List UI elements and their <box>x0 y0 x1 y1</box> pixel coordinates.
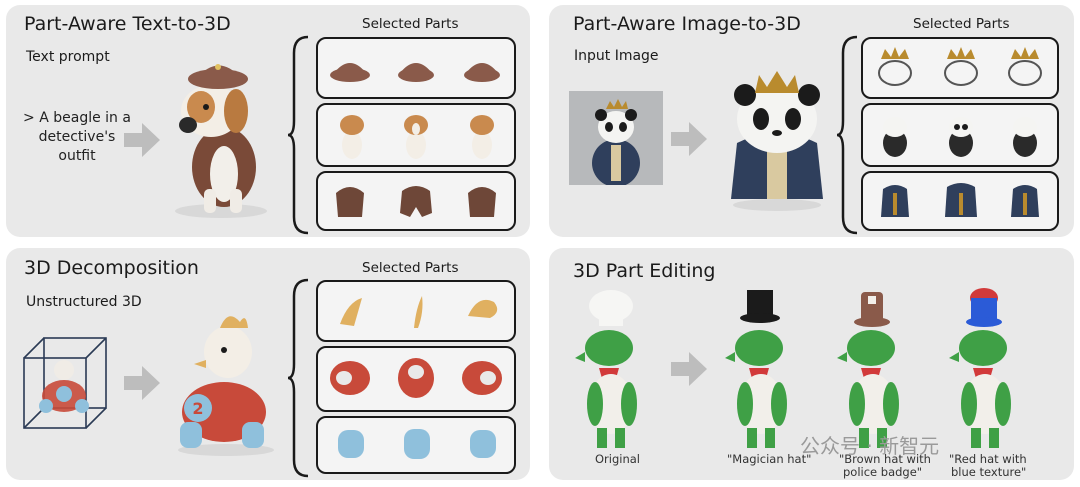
caption-original: Original <box>595 452 641 466</box>
caption-brown-hat-line1: "Brown hat with <box>839 452 931 466</box>
part-row-wheel <box>316 416 516 474</box>
panda-part-views <box>883 117 1037 157</box>
caption-red-hat-line2: blue texture" <box>951 465 1027 479</box>
croc-brown-hat-image <box>837 292 899 448</box>
part-row-robe <box>861 171 1059 231</box>
panel-text-to-3d: Part-Aware Text-to-3D Text prompt > A be… <box>6 5 530 237</box>
panel-3d-part-editing: 3D Part Editing <box>549 248 1074 480</box>
croc-red-hat-image <box>949 288 1011 448</box>
crown-part-views <box>878 47 1042 86</box>
arrow-icon <box>671 352 707 386</box>
panel-title: Part-Aware Text-to-3D <box>24 13 231 35</box>
text-prompt-label: Text prompt <box>26 49 110 65</box>
input-panda-photo <box>569 91 663 185</box>
panda-king-image <box>731 71 823 211</box>
svg-text:2: 2 <box>192 399 203 418</box>
panel-3d-decomposition: 3D Decomposition Unstructured 3D 2 Selec… <box>6 248 530 480</box>
panel-title: 3D Decomposition <box>24 257 199 279</box>
input-image-label: Input Image <box>574 48 659 64</box>
unstructured-3d-cube <box>23 337 107 429</box>
caption-brown-hat-line2: police badge" <box>843 465 923 479</box>
caption-red-hat-line1: "Red hat with <box>949 452 1027 466</box>
part-row-car-body <box>316 346 516 412</box>
panel-title: 3D Part Editing <box>573 260 716 282</box>
selected-parts-label: Selected Parts <box>362 260 459 276</box>
arrow-icon <box>124 123 160 157</box>
text-prompt: > A beagle in a detective's outfit <box>23 110 131 164</box>
car-body-part-views <box>330 358 502 398</box>
selected-parts-label: Selected Parts <box>913 16 1010 32</box>
panel-image-to-3d: Part-Aware Image-to-3D Input Image Selec… <box>549 5 1074 237</box>
robe-part-views <box>881 183 1039 217</box>
caption-magician-hat: "Magician hat" <box>727 452 812 466</box>
hat-part-views <box>330 63 500 82</box>
part-row-hat <box>316 37 516 99</box>
wheel-part-views <box>338 429 496 459</box>
croc-original-image <box>575 290 637 448</box>
croc-magician-hat-image <box>725 290 787 448</box>
beagle-part-views <box>340 115 494 159</box>
brace-icon <box>288 278 309 478</box>
coat-part-views <box>336 186 496 217</box>
arrow-icon <box>124 366 160 400</box>
part-row-beagle <box>316 103 516 167</box>
part-row-crown <box>861 37 1059 99</box>
part-row-panda <box>861 103 1059 167</box>
brace-icon <box>837 35 858 235</box>
beagle-detective-image <box>175 64 267 218</box>
panel-title: Part-Aware Image-to-3D <box>573 13 801 35</box>
arrow-icon <box>671 122 707 156</box>
chick-race-car-image: 2 <box>178 316 274 456</box>
part-row-coat <box>316 171 516 231</box>
watermark: 公众号 · 新智元 <box>800 434 940 458</box>
brace-icon <box>288 35 309 235</box>
selected-parts-label: Selected Parts <box>362 16 459 32</box>
part-row-crest <box>316 280 516 342</box>
crest-part-views <box>340 296 498 328</box>
unstructured-3d-label: Unstructured 3D <box>26 294 142 310</box>
